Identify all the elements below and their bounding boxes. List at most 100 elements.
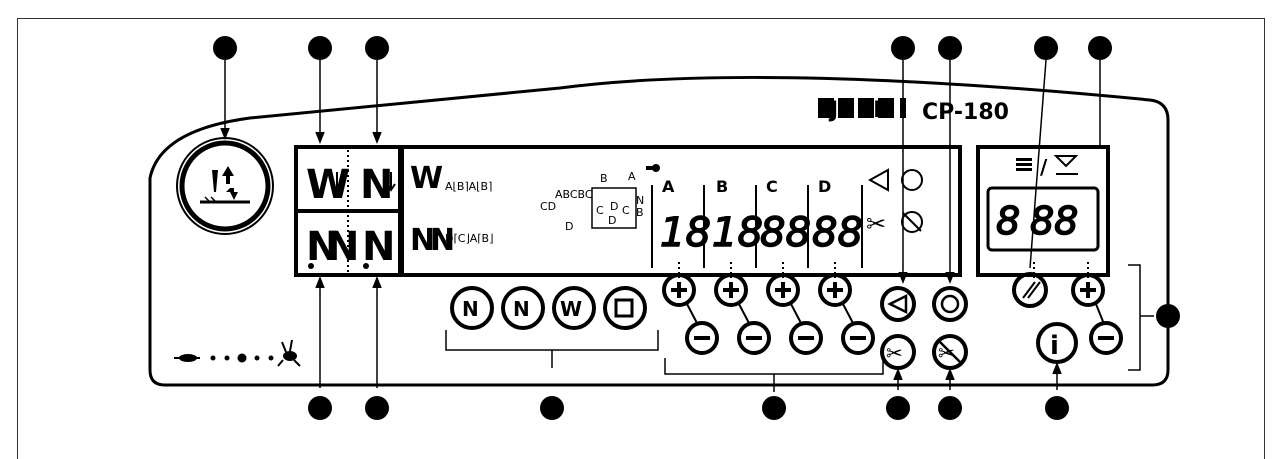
svg-text:W: W (560, 297, 582, 321)
callout-3: 3 (308, 396, 332, 420)
svg-text:11: 11 (1091, 43, 1109, 58)
trimmer-off-indicator-icon (901, 211, 923, 233)
callout-7: 7 (891, 36, 915, 60)
segment-label-b: B (716, 177, 728, 196)
thread-trimmer-indicator-icon: ✂ (866, 210, 886, 238)
counter-minus-button[interactable] (1089, 321, 1123, 355)
callout-10: 10 (938, 396, 962, 420)
svg-text:A: A (628, 170, 636, 183)
auto-lift-button[interactable] (932, 286, 968, 322)
callout-13: 13 (1156, 304, 1180, 328)
needle-up-down-button[interactable] (176, 137, 274, 235)
svg-text:13: 13 (1159, 311, 1177, 326)
start-backtack-button[interactable]: N (450, 286, 494, 330)
svg-text:15: 15 (1048, 403, 1066, 418)
callout-5: 5 (365, 396, 389, 420)
plus-c-button[interactable] (766, 273, 800, 307)
svg-text:✂: ✂ (886, 341, 903, 365)
svg-text:N: N (326, 224, 359, 270)
svg-text:W: W (410, 161, 443, 196)
svg-text:D: D (610, 200, 618, 213)
minus-d-button[interactable] (841, 321, 875, 355)
brand-logo: JUKI CP-180 (818, 98, 1009, 125)
callout-9: 9 (886, 396, 910, 420)
minus-b-button[interactable] (737, 321, 771, 355)
counter-icon (1053, 155, 1079, 175)
counter-plus-button[interactable] (1071, 273, 1105, 307)
key-icon (646, 164, 660, 172)
segment-adjust-buttons (662, 273, 884, 392)
start-backtack-single-button[interactable]: N (360, 162, 396, 208)
start-backtack-double-button[interactable]: W (306, 162, 350, 208)
plus-b-button[interactable] (714, 273, 748, 307)
svg-text:N: N (306, 224, 339, 270)
callout-14: 14 (213, 36, 237, 60)
svg-text:14: 14 (216, 43, 234, 58)
pattern-symbols: W N N A⌊B⌉A⌊B⌉ D⌈C⌋A⌈B⌋ CD ABCBC D B D C… (410, 161, 644, 258)
svg-text:✂: ✂ (938, 341, 955, 365)
svg-text:2: 2 (315, 40, 325, 58)
backtack-selector: W N N N N (294, 145, 402, 277)
svg-text:D⌈C⌋A⌈B⌋: D⌈C⌋A⌈B⌋ (445, 232, 493, 245)
pattern-buttons: N N W (445, 286, 659, 368)
svg-text:D: D (565, 220, 573, 233)
pattern-stitch-button[interactable] (603, 286, 647, 330)
callout-8: 8 (938, 36, 962, 60)
svg-text:9: 9 (893, 400, 903, 418)
callout-leaders (220, 59, 1101, 390)
callout-15: 15 (1045, 396, 1069, 420)
svg-text:6: 6 (769, 400, 779, 418)
needle-up-down-icon (200, 166, 250, 204)
segment-label-a: A (662, 177, 675, 196)
callout-6: 6 (762, 396, 786, 420)
end-backtack-double-button[interactable]: N N (306, 224, 359, 270)
svg-text:B: B (636, 206, 644, 219)
svg-text:10: 10 (941, 403, 959, 418)
speed-indicator (174, 339, 301, 367)
overlap-stitch-button[interactable]: W (552, 286, 596, 330)
svg-text:B: B (600, 172, 608, 185)
menu-icon (1016, 158, 1032, 171)
panel-outline (148, 75, 1170, 387)
info-button[interactable]: i (1036, 322, 1078, 364)
thread-trimmer-button[interactable]: ✂ (880, 334, 916, 370)
plus-a-button[interactable] (662, 273, 696, 307)
trimmer-prohibit-button[interactable]: ✂ (932, 334, 968, 370)
svg-text:3: 3 (315, 400, 325, 418)
svg-text:/: / (1040, 155, 1048, 179)
callout-12: 12 (1034, 36, 1058, 60)
callout-11: 11 (1088, 36, 1112, 60)
auto-lift-indicator-icon (901, 169, 923, 191)
plus-d-button[interactable] (818, 273, 852, 307)
svg-text:1: 1 (547, 400, 557, 418)
side-value-prefix: 8 (996, 199, 1020, 243)
minus-a-button[interactable] (685, 321, 719, 355)
panel-frame (17, 18, 1265, 459)
wiper-button[interactable] (880, 286, 916, 322)
svg-text:N: N (430, 223, 455, 258)
svg-text:N: N (362, 224, 395, 270)
value-b: 18 (712, 210, 763, 256)
svg-text:8: 8 (945, 40, 955, 58)
svg-text:A⌊B⌉A⌊B⌉: A⌊B⌉A⌊B⌉ (445, 180, 492, 193)
svg-text:5: 5 (372, 400, 382, 418)
svg-text:N: N (513, 297, 530, 321)
value-d: 88 (812, 210, 863, 256)
wiper-indicator-icon (867, 168, 889, 192)
svg-text:N: N (462, 297, 479, 321)
side-display: / 8 88 (976, 145, 1110, 277)
value-c: 88 (760, 210, 811, 256)
svg-text:W: W (306, 162, 350, 208)
rabbit-icon (277, 339, 301, 367)
callout-1: 1 (540, 396, 564, 420)
minus-c-button[interactable] (789, 321, 823, 355)
callout-2: 2 (308, 36, 332, 60)
svg-text:C: C (622, 204, 630, 217)
svg-text:CD: CD (540, 200, 556, 213)
reset-button[interactable] (1012, 272, 1048, 308)
end-backtack-single-button[interactable]: N (362, 224, 395, 270)
model-label: CP-180 (922, 100, 1009, 125)
svg-text:N: N (410, 223, 435, 258)
end-backtack-button[interactable]: N (501, 286, 545, 330)
info-icon: i (1050, 331, 1059, 361)
